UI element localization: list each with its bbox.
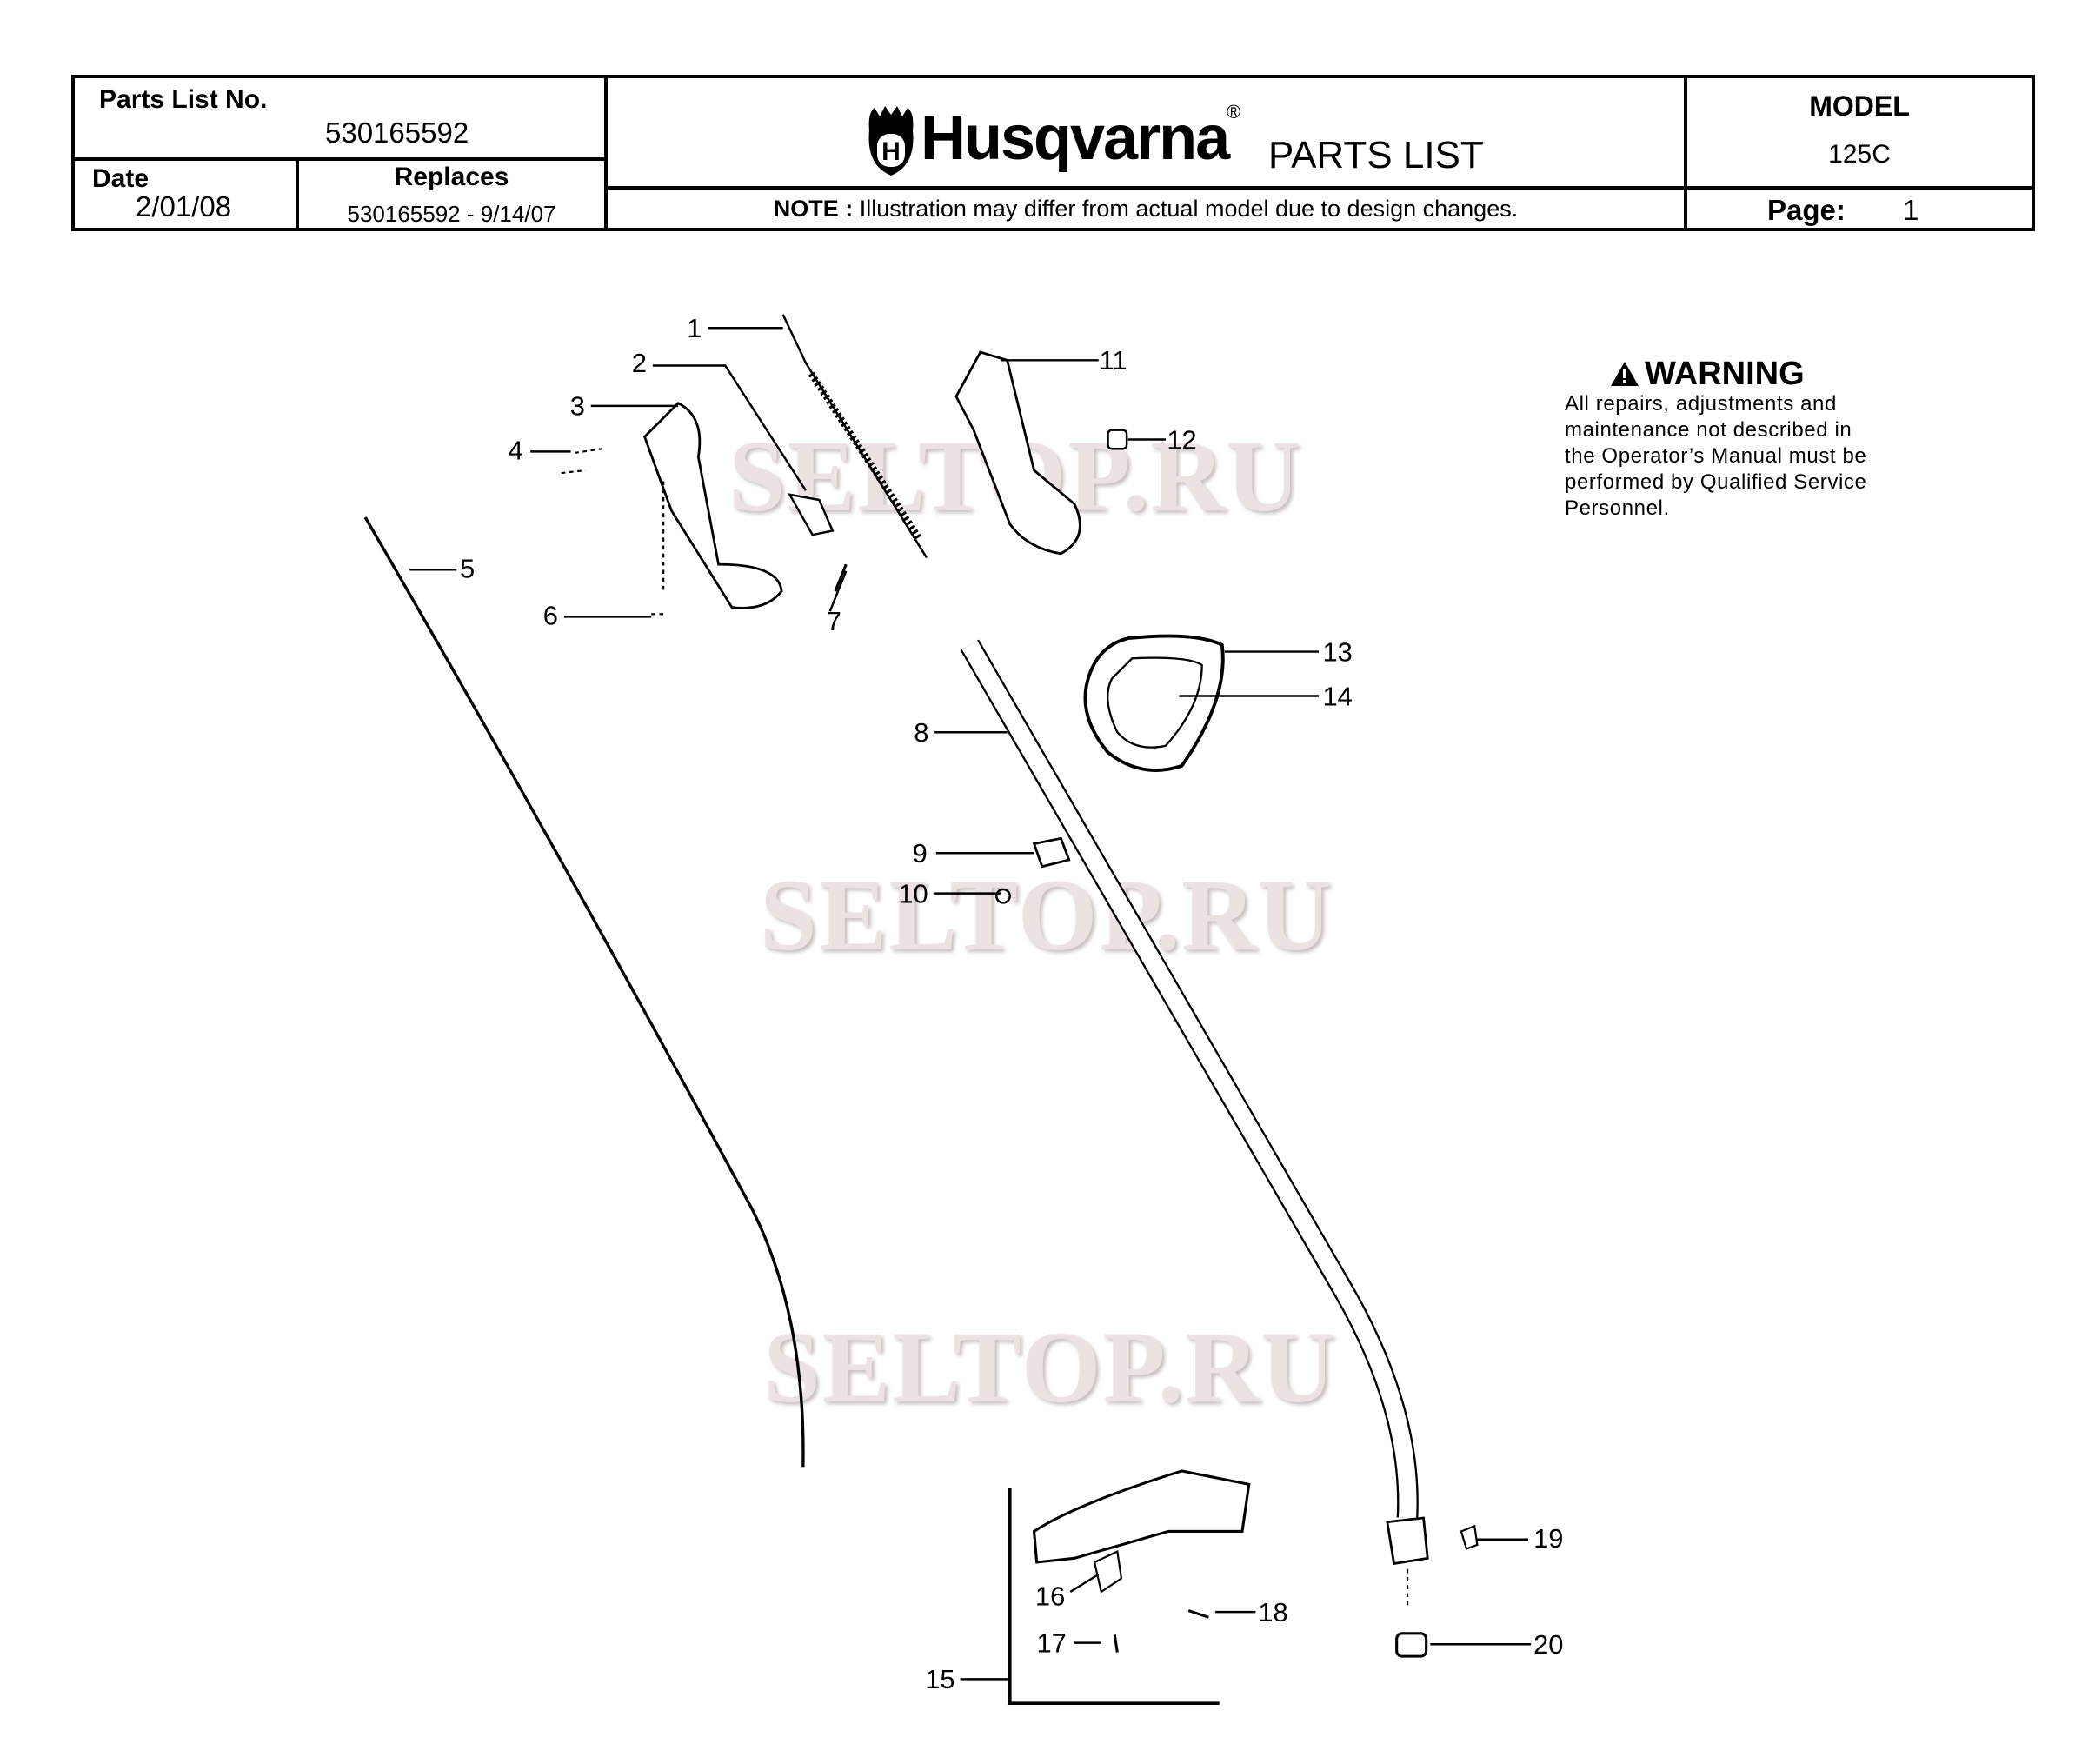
clamp-part xyxy=(1032,836,1071,869)
blade-part xyxy=(1093,1550,1123,1594)
model-cell: MODEL 125C xyxy=(1687,78,2032,190)
page-number: 1 xyxy=(1903,194,1919,226)
model-label: MODEL xyxy=(1809,90,1910,122)
parts-list-number: 530165592 xyxy=(325,116,469,149)
warning-line: All repairs, adjustments and xyxy=(1565,392,1837,416)
warning-line: performed by Qualified Service xyxy=(1565,470,1867,494)
date-value: 2/01/08 xyxy=(136,190,232,223)
callout-label: 5 xyxy=(460,554,475,584)
replaces-label: Replaces xyxy=(394,163,509,191)
note-cell: NOTE : Illustration may differ from actu… xyxy=(608,190,1687,231)
callout-label: 16 xyxy=(1035,1581,1065,1611)
callout-label: 3 xyxy=(570,391,585,422)
callout-label: 19 xyxy=(1533,1523,1563,1554)
warning-triangle-icon xyxy=(1611,362,1639,386)
callout-label: 10 xyxy=(898,878,928,909)
callout-label: 4 xyxy=(509,436,523,466)
note-text: Illustration may differ from actual mode… xyxy=(859,196,1519,222)
watermark: SELTOP.RU xyxy=(760,858,1333,972)
parts-list-label: Parts List No. xyxy=(99,85,268,114)
date-label: Date xyxy=(92,164,150,193)
handle-half-part xyxy=(954,350,1081,556)
warning-line: the Operator’s Manual must be xyxy=(1565,444,1867,468)
brand-name: Husqvarna xyxy=(921,103,1230,173)
warning-line: Personnel. xyxy=(1565,496,1670,520)
callout-label: 20 xyxy=(1533,1629,1563,1660)
callout-label: 14 xyxy=(1323,681,1353,711)
parts-list-cell: Parts List No. 530165592 xyxy=(75,78,608,161)
spindle-nut-part xyxy=(1395,1632,1428,1658)
warning-box: WARNING All repairs, adjustments and mai… xyxy=(1565,356,1947,522)
knob-part xyxy=(995,888,1011,904)
bolt-part xyxy=(1460,1524,1479,1550)
warning-title: WARNING xyxy=(1645,356,1805,392)
registered-mark: ® xyxy=(1227,101,1241,123)
callout-label: 1 xyxy=(687,313,702,343)
warning-line: maintenance not described in xyxy=(1565,418,1852,442)
loop-handle-part xyxy=(1083,634,1225,772)
model-value: 125C xyxy=(1828,140,1891,169)
replaces-value: 530165592 - 9/14/07 xyxy=(347,201,556,227)
svg-text:H: H xyxy=(881,137,901,166)
replaces-cell: Replaces 530165592 - 9/14/07 xyxy=(299,161,608,231)
callout-label: 15 xyxy=(925,1664,954,1694)
callout-label: 11 xyxy=(1100,345,1127,376)
callout-label: 9 xyxy=(913,838,928,869)
callout-label: 6 xyxy=(543,601,558,631)
coupling-part xyxy=(1386,1516,1429,1566)
doc-title: PARTS LIST xyxy=(1268,134,1484,176)
guard-assembly-bracket xyxy=(1008,1488,1220,1706)
callout-label: 13 xyxy=(1323,636,1353,667)
callout-label: 18 xyxy=(1258,1597,1287,1628)
brand-cell: H Husqvarna ® PARTS LIST xyxy=(608,78,1687,190)
title-block: Parts List No. 530165592 Date 2/01/08 Re… xyxy=(71,75,2035,231)
callout-label: 7 xyxy=(827,606,841,636)
callout-label: 12 xyxy=(1167,424,1196,455)
leader-lines xyxy=(409,327,1532,1681)
nut-part xyxy=(1107,429,1128,450)
guard-part xyxy=(1032,1469,1251,1564)
callout-label: 2 xyxy=(632,348,647,378)
callout-label: 17 xyxy=(1036,1628,1066,1658)
husqvarna-crown-logo-icon: H xyxy=(868,106,914,176)
date-cell: Date 2/01/08 xyxy=(75,161,299,231)
flex-shaft-part xyxy=(363,516,805,1468)
spring-part xyxy=(834,563,848,592)
watermark: SELTOP.RU xyxy=(763,1310,1337,1424)
note-label: NOTE : xyxy=(773,196,854,222)
handle-housing-part xyxy=(642,402,783,609)
trigger-part xyxy=(788,493,835,536)
page-cell: Page: 1 xyxy=(1687,190,2032,231)
page-label: Page: xyxy=(1767,194,1846,226)
callout-label: 8 xyxy=(914,717,928,748)
drive-tube-part xyxy=(960,639,1419,1519)
